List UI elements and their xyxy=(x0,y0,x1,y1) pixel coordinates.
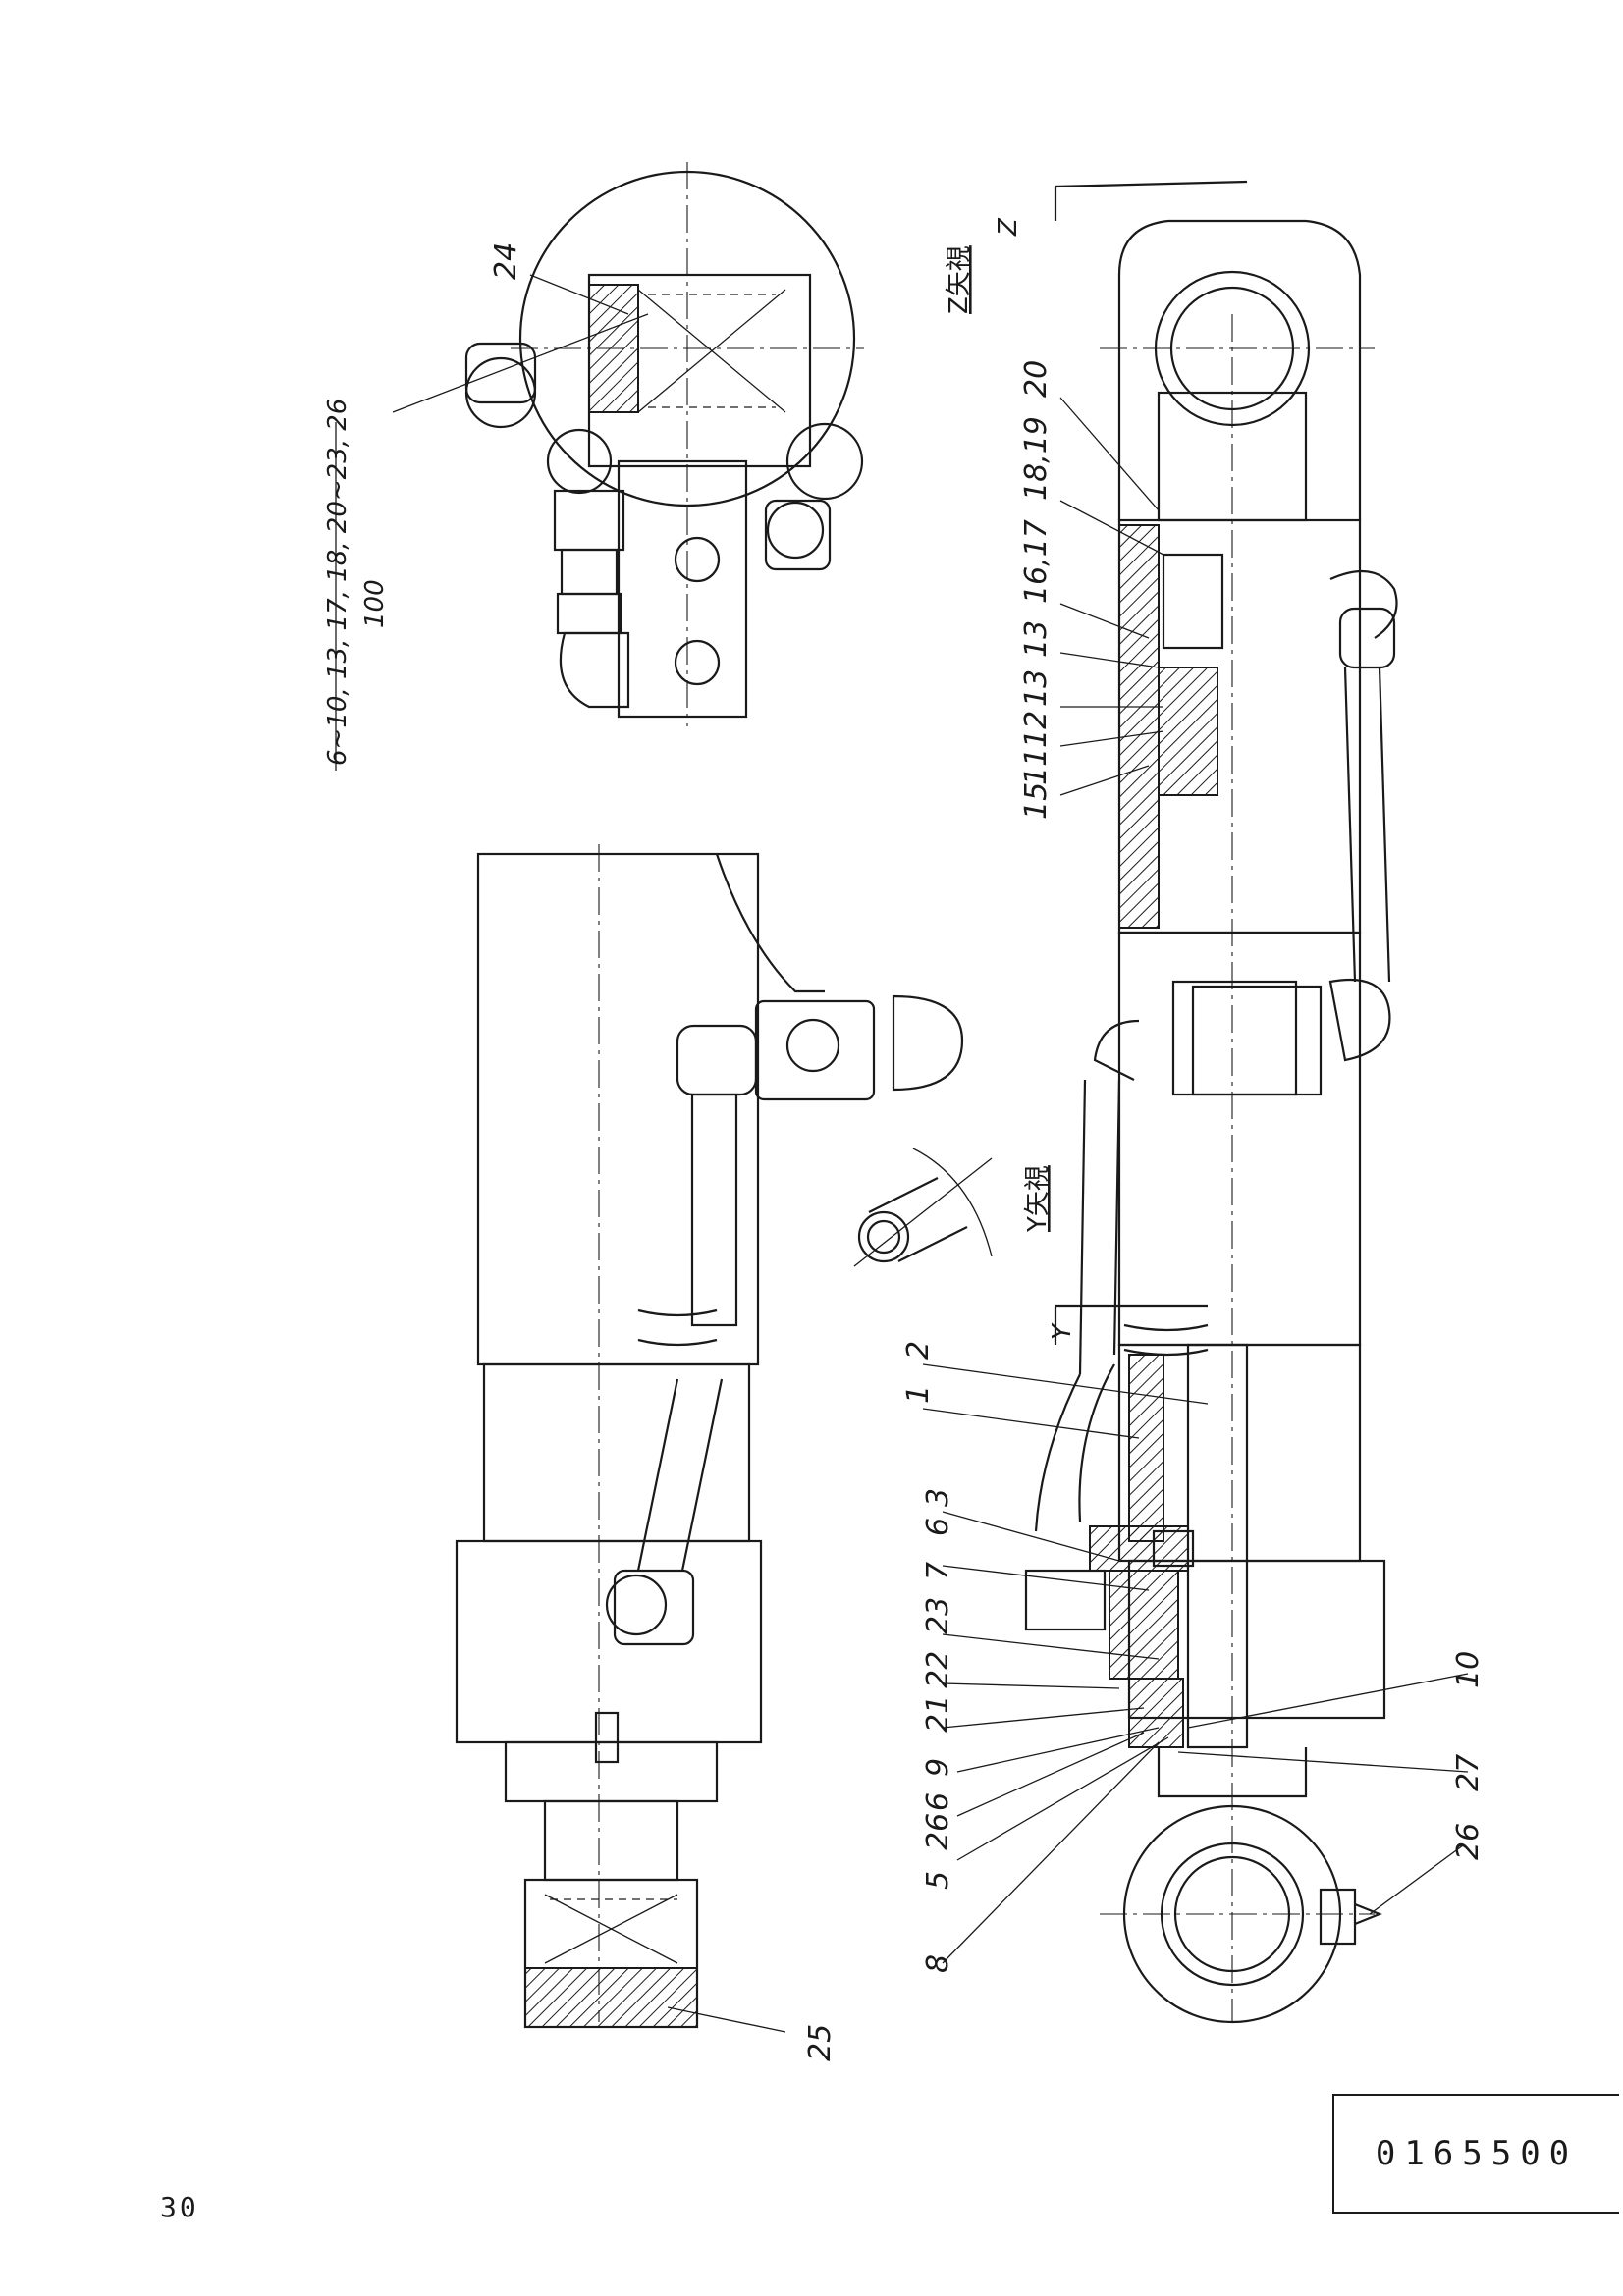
quantity-note: 100 xyxy=(360,579,390,628)
label-part-8: 8 xyxy=(921,1954,955,1973)
label-part-26a: 26 xyxy=(921,1813,955,1850)
label-part-1: 1 xyxy=(901,1385,936,1404)
page-number: 30 xyxy=(160,2191,199,2223)
label-part-15: 15 xyxy=(1019,782,1054,820)
label-part-3: 3 xyxy=(921,1488,955,1507)
parts-list-note: 6~10, 13, 17, 18, 20~23, 26 xyxy=(323,399,352,766)
label-part-13b: 13 xyxy=(1019,669,1054,707)
label-part-13a: 13 xyxy=(1019,620,1054,658)
label-part-11: 11 xyxy=(1019,748,1054,785)
label-part-18-19: 18,19 xyxy=(1019,416,1054,501)
leader-lines xyxy=(529,274,1469,2033)
label-part-25: 25 xyxy=(803,2024,838,2061)
label-part-7: 7 xyxy=(921,1562,955,1580)
label-part-20: 20 xyxy=(1019,360,1054,398)
label-part-24: 24 xyxy=(489,242,523,280)
y-marker: Y xyxy=(1048,1322,1077,1340)
z-marker: Z xyxy=(994,217,1023,237)
part-labels: 20 18,19 16,17 13 13 12 11 15 2 1 3 6 7 … xyxy=(323,217,1486,2061)
y-view-label: Y矢視 xyxy=(1023,1165,1053,1233)
label-part-16-17: 16,17 xyxy=(1019,519,1054,604)
label-part-22: 22 xyxy=(921,1651,955,1688)
label-part-9: 9 xyxy=(921,1758,955,1777)
end-view xyxy=(392,162,864,726)
label-part-26b: 26 xyxy=(1451,1823,1486,1860)
label-part-2: 2 xyxy=(901,1341,936,1360)
label-part-23: 23 xyxy=(921,1597,955,1634)
label-part-21: 21 xyxy=(921,1695,955,1733)
drawing-number-box: 0165500 xyxy=(1332,2094,1619,2214)
drawing-number: 0165500 xyxy=(1375,2134,1579,2173)
label-part-6b: 6 xyxy=(921,1792,955,1811)
y-view-detail xyxy=(853,1148,993,1267)
main-section-view xyxy=(1024,180,1398,2024)
side-view xyxy=(455,844,964,2029)
label-part-6a: 6 xyxy=(921,1518,955,1536)
z-view-label: Z矢視 xyxy=(945,245,974,314)
label-part-5: 5 xyxy=(921,1871,955,1890)
label-part-10: 10 xyxy=(1451,1651,1486,1688)
label-part-27: 27 xyxy=(1451,1754,1486,1791)
label-part-12: 12 xyxy=(1019,711,1054,748)
